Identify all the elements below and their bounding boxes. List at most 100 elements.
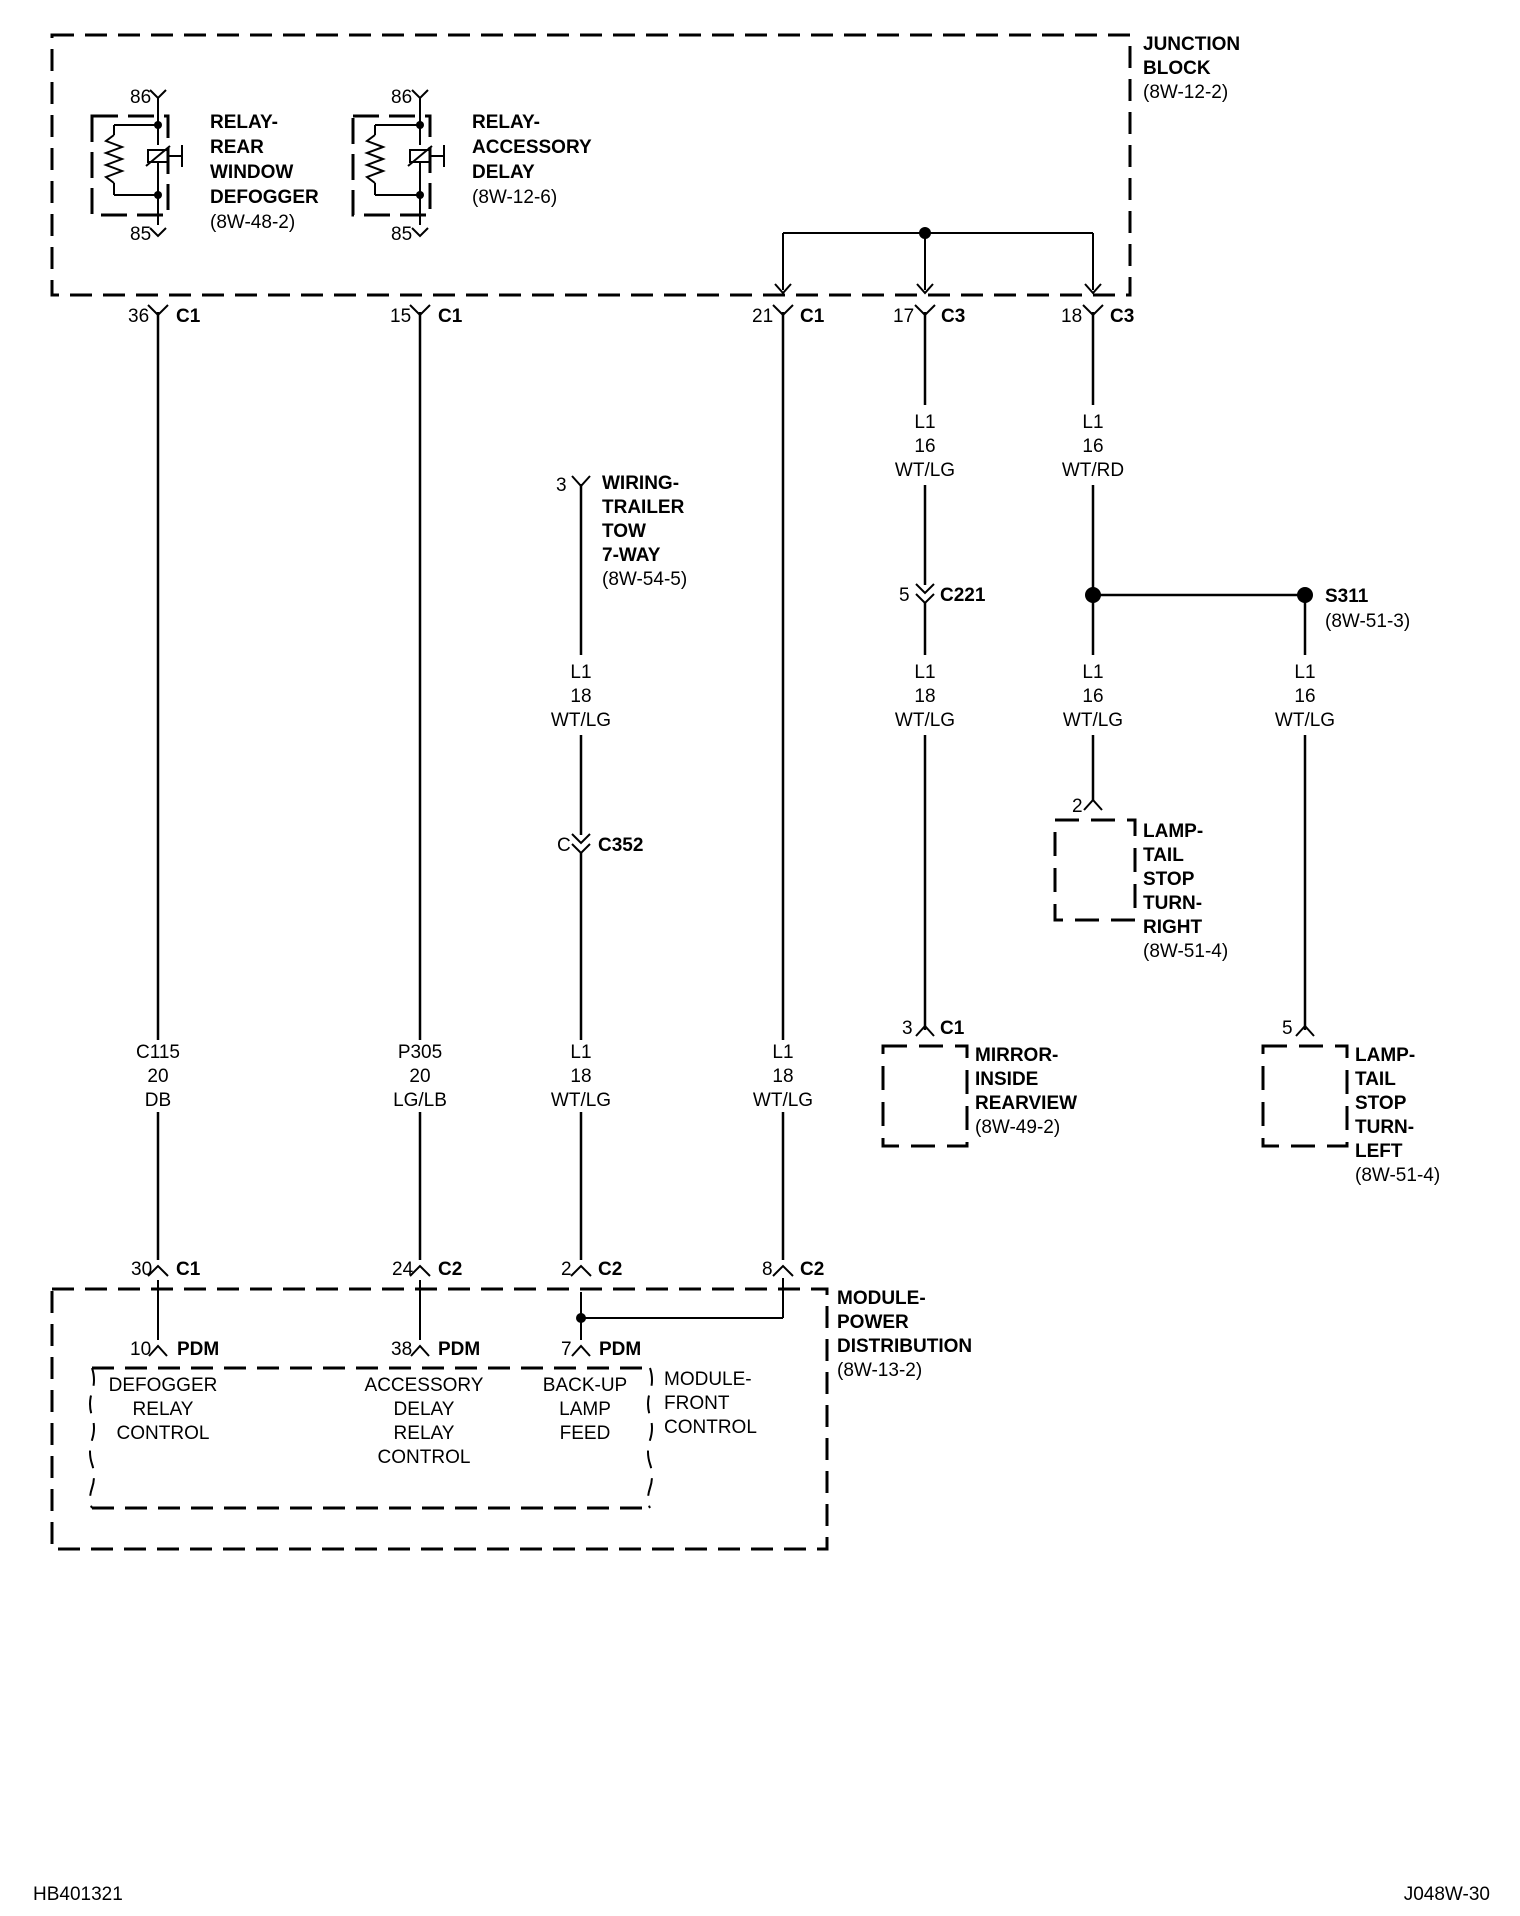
mirror-outline bbox=[881, 1044, 969, 1148]
pdm-function-backup: BACK-UP LAMP FEED bbox=[543, 1375, 627, 1444]
wire-left-lamp-gauge: 16 bbox=[1294, 686, 1315, 707]
wire-accessory-color: LG/LB bbox=[393, 1090, 447, 1111]
wire-jb18-color: WT/RD bbox=[1062, 460, 1124, 481]
lamp-left-label-2: TAIL bbox=[1355, 1069, 1396, 1090]
trailer-tow-label-2: TRAILER bbox=[602, 497, 685, 518]
func-accessory-1: ACCESSORY bbox=[365, 1375, 484, 1396]
wire-jb17-color: WT/LG bbox=[895, 460, 955, 481]
wire-trailer-upper-circuit: L1 bbox=[570, 662, 591, 683]
jb-connector-18-pin: 18 bbox=[1061, 306, 1082, 327]
pdm-connector-30-c1: 30 C1 bbox=[131, 1259, 201, 1280]
lamp-right-label-5: RIGHT bbox=[1143, 917, 1203, 938]
wire-trailer-upper-gauge: 18 bbox=[570, 686, 591, 707]
relay2-ref: (8W-12-6) bbox=[472, 187, 557, 208]
trailer-tow-ref: (8W-54-5) bbox=[602, 569, 687, 590]
lamp-left-terminal bbox=[1295, 1024, 1315, 1037]
pdm-connector-30-symbol bbox=[147, 1264, 169, 1277]
wire-jb17-gauge: 16 bbox=[914, 436, 935, 457]
mirror-connector-id: C1 bbox=[940, 1018, 965, 1039]
wire-backup-gauge: 18 bbox=[570, 1066, 591, 1087]
wire-defogger-circuit: C115 bbox=[136, 1042, 180, 1063]
relay2-pin86: 86 bbox=[391, 87, 412, 108]
wire-left-lamp-color: WT/LG bbox=[1275, 710, 1335, 731]
wire-jb18-circuit: L1 bbox=[1082, 412, 1103, 433]
relay1-pin85-terminal bbox=[149, 227, 167, 238]
wire-mirror-circuit: L1 bbox=[914, 662, 935, 683]
func-backup-1: BACK-UP bbox=[543, 1375, 627, 1396]
relay1-label-4: DEFOGGER bbox=[210, 187, 319, 208]
jb-connector-18-c3: 18 C3 bbox=[1061, 304, 1134, 327]
lamp-right-ref: (8W-51-4) bbox=[1143, 941, 1228, 962]
relay1-pin86-terminal bbox=[149, 89, 167, 100]
wire-backup-circuit: L1 bbox=[570, 1042, 591, 1063]
wire-label-jb17: L1 16 WT/LG bbox=[895, 412, 955, 481]
lamp-right-pin: 2 bbox=[1072, 796, 1083, 817]
relay1-outline bbox=[90, 114, 170, 217]
func-accessory-4: CONTROL bbox=[378, 1447, 471, 1468]
junction-block-title-2: BLOCK bbox=[1143, 58, 1211, 79]
wire-label-jb18: L1 16 WT/RD bbox=[1062, 412, 1124, 481]
mirror-inside-rearview: 3 C1 MIRROR- INSIDE REARVIEW (8W-49-2) bbox=[881, 1018, 1077, 1148]
lamp-tail-stop-turn-right: 2 LAMP- TAIL STOP TURN- RIGHT (8W-51-4) bbox=[1053, 796, 1228, 962]
lamp-tail-stop-turn-left: 5 LAMP- TAIL STOP TURN- LEFT (8W-51-4) bbox=[1261, 1018, 1440, 1186]
footer-right-code: J048W-30 bbox=[1404, 1884, 1490, 1905]
func-defogger-3: CONTROL bbox=[117, 1423, 210, 1444]
pdm-pin-38-number: 38 bbox=[391, 1339, 412, 1360]
wire-label-backup-lower: L1 18 WT/LG bbox=[551, 1042, 611, 1111]
c352-symbol-top bbox=[571, 833, 591, 845]
wire-jb17-circuit: L1 bbox=[914, 412, 935, 433]
func-backup-2: LAMP bbox=[559, 1399, 611, 1420]
pdm-connector-24-pin: 24 bbox=[392, 1259, 414, 1280]
pdm-connector-2-symbol bbox=[570, 1264, 592, 1277]
jb-connector-17-c3: 17 C3 bbox=[893, 304, 965, 327]
jb-connector-21-pin: 21 bbox=[752, 306, 773, 327]
junction-block-outline bbox=[50, 33, 1132, 297]
relay1-label-1: RELAY- bbox=[210, 112, 278, 133]
wire-mirror-gauge: 18 bbox=[914, 686, 935, 707]
pdm-pin-7-terminal bbox=[571, 1344, 591, 1357]
wire-defogger-gauge: 20 bbox=[147, 1066, 168, 1087]
trailer-tow-label-3: TOW bbox=[602, 521, 646, 542]
wire-label-left-lamp: L1 16 WT/LG bbox=[1275, 662, 1335, 731]
jb-connector-36-c1: 36 C1 bbox=[128, 304, 201, 327]
pdm-connector-30-pin: 30 bbox=[131, 1259, 152, 1280]
pdm-pin-38-tag: PDM bbox=[438, 1339, 480, 1360]
pdm-connector-2-c2: 2 C2 bbox=[561, 1259, 622, 1280]
junction-block-bus bbox=[774, 227, 1102, 295]
relay1-label-3: WINDOW bbox=[210, 162, 293, 183]
pdm-label-3: DISTRIBUTION bbox=[837, 1336, 972, 1357]
relay1-resistor-symbol bbox=[103, 134, 125, 184]
lamp-left-pin: 5 bbox=[1282, 1018, 1293, 1039]
junction-block-title-1: JUNCTION bbox=[1143, 34, 1240, 55]
lamp-right-label-2: TAIL bbox=[1143, 845, 1184, 866]
junction-block-ref: (8W-12-2) bbox=[1143, 82, 1228, 103]
pdm-function-accessory: ACCESSORY DELAY RELAY CONTROL bbox=[365, 1375, 484, 1468]
inline-connector-c221: 5 C221 bbox=[899, 583, 986, 606]
lamp-left-label-4: TURN- bbox=[1355, 1117, 1414, 1138]
relay1-pin85: 85 bbox=[130, 224, 151, 245]
func-accessory-3: RELAY bbox=[394, 1423, 455, 1444]
c352-pin: C bbox=[557, 835, 571, 856]
wire-trailer-upper-color: WT/LG bbox=[551, 710, 611, 731]
splice-s311-label: S311 bbox=[1325, 586, 1369, 607]
wire-left-lamp-circuit: L1 bbox=[1294, 662, 1315, 683]
relay2-label-3: DELAY bbox=[472, 162, 535, 183]
relay2-outline bbox=[351, 114, 432, 217]
wire-accessory-circuit: P305 bbox=[398, 1042, 442, 1063]
c221-symbol-top bbox=[915, 583, 935, 595]
pdm-ref: (8W-13-2) bbox=[837, 1360, 922, 1381]
pdm-pin-10: 10 PDM bbox=[130, 1280, 219, 1360]
pdm-pin-38: 38 PDM bbox=[391, 1280, 480, 1360]
relay1-ref: (8W-48-2) bbox=[210, 212, 295, 233]
pdm-connector-2-pin: 2 bbox=[561, 1259, 572, 1280]
pdm-function-defogger: DEFOGGER RELAY CONTROL bbox=[109, 1375, 218, 1444]
wire-label-jb21: L1 18 WT/LG bbox=[753, 1042, 813, 1111]
pdm-label-2: POWER bbox=[837, 1312, 909, 1333]
fcm-label-2: FRONT bbox=[664, 1393, 730, 1414]
mirror-label-1: MIRROR- bbox=[975, 1045, 1058, 1066]
relay2-label-1: RELAY- bbox=[472, 112, 540, 133]
mirror-pin: 3 bbox=[902, 1018, 913, 1039]
mirror-label-3: REARVIEW bbox=[975, 1093, 1077, 1114]
pdm-label-1: MODULE- bbox=[837, 1288, 926, 1309]
